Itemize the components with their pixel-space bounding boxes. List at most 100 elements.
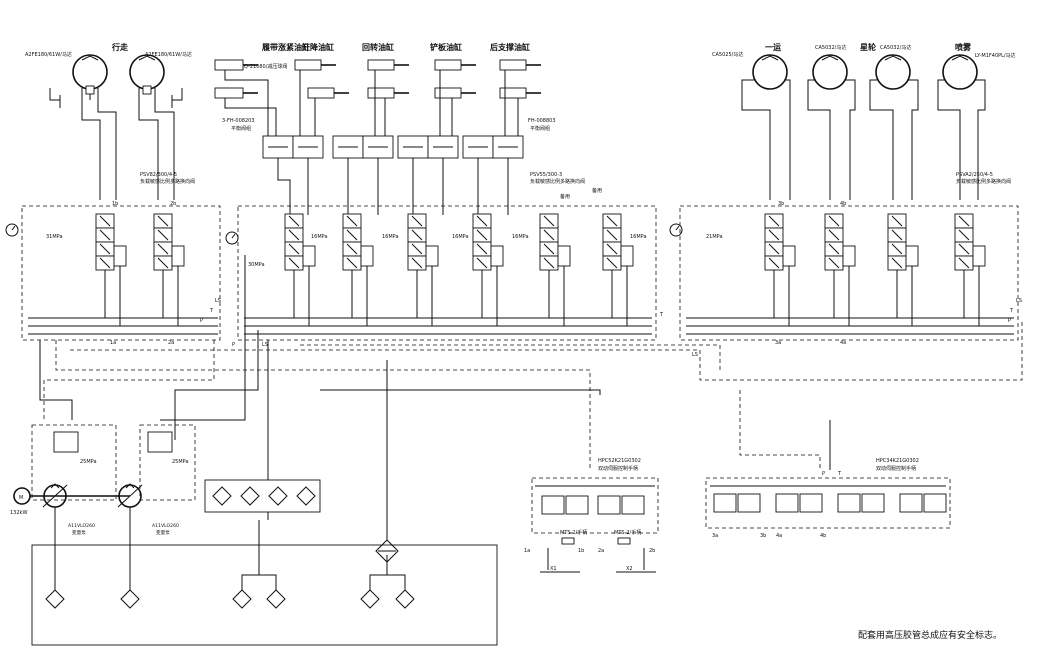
label-multi3-name: 负载敏感比例多路换向阀: [956, 178, 1011, 185]
pilot1-port-a1: 1a: [524, 548, 530, 554]
boom-cylinders: [214, 59, 258, 99]
motor-power: 132kW: [10, 510, 27, 516]
pilot2-port-a4: 4a: [776, 533, 782, 539]
pilot2-port-p: P: [822, 471, 825, 477]
label-balance1-code: 3-FH-008203: [222, 118, 255, 124]
footnote: 配套用高压胶管总成应有安全标志。: [858, 629, 1002, 641]
spray-motor: [942, 54, 978, 90]
port-p-3: P: [1008, 318, 1011, 324]
label-rear-cylinder: 后支撑油缸: [490, 42, 530, 52]
shovel-cylinders: [434, 59, 476, 99]
pilot2-port-b3: 3b: [760, 533, 766, 539]
label-motor-3: CA5025/马达: [712, 51, 743, 58]
port-ls-4: LS: [692, 352, 698, 358]
pilot2-valves: [713, 493, 947, 513]
pilot1-port-a2: 2a: [598, 548, 604, 554]
label-multi2-code: PSV55/300-3: [530, 172, 562, 178]
oil-tank: [31, 544, 498, 646]
pressure-30: 30MPa: [248, 262, 265, 268]
label-multi2-name: 负载敏感比例多路换向阀: [530, 178, 585, 185]
label-multi3-code: PSVA2/250/4-5: [956, 172, 993, 178]
pressure-16b: 16MPa: [382, 234, 399, 240]
cooler-group: [204, 479, 321, 513]
filter-icon: [45, 589, 415, 609]
star-motor-2: [875, 54, 911, 90]
pressure-25a: 25MPa: [80, 459, 97, 465]
walk-motor-1: [72, 54, 108, 100]
pilot1-code: HPC52K21G0302: [598, 458, 641, 464]
walk-motor-2: [129, 54, 165, 95]
spool-section: [407, 213, 439, 326]
pilot-handle-1: [531, 477, 659, 534]
lift-cylinders: [294, 59, 349, 99]
label-balance2-code: FH-008803: [528, 118, 556, 124]
label-spray: 喷雾: [955, 42, 972, 52]
pilot1-valves: [541, 495, 645, 515]
port-b4: 4b: [840, 201, 846, 207]
label-balance1-name: 平衡阀组: [231, 125, 251, 132]
spool-section: [602, 213, 634, 326]
port-t-2: T: [659, 312, 664, 318]
balance-valve-group: [262, 135, 524, 159]
pressure-16a: 16MPa: [311, 234, 328, 240]
pressure-31: 31MPa: [46, 234, 63, 240]
label-multi1-code: PSV82/300/4-5: [140, 172, 177, 178]
pilot2-port-a3: 3a: [712, 533, 718, 539]
cooler-icon: [375, 539, 399, 563]
pilot2-port-b4: 4b: [820, 533, 826, 539]
spool-section: [153, 213, 185, 326]
star-motor-1: [812, 54, 848, 90]
pump-block-2: [139, 424, 196, 501]
label-lift-cylinder: 升降油缸: [302, 42, 334, 52]
spool-section: [95, 213, 127, 326]
spool-section: [539, 213, 571, 326]
port-b3: 3b: [778, 201, 784, 207]
port-p-1: P: [200, 318, 203, 324]
label-balance2-name: 平衡阀组: [530, 125, 550, 132]
port-a2: 2a: [168, 340, 174, 346]
gauge-icon: [5, 223, 683, 245]
label-swing-cylinder: 回转油缸: [362, 42, 394, 52]
multi-valve-block-2: [237, 205, 657, 341]
conveyor-motor: [752, 54, 788, 90]
label-multi1-name: 负载敏感比例多路换向阀: [140, 178, 195, 185]
pilot1-x2: X2: [626, 566, 633, 572]
multi-valve-block-3: [679, 205, 1019, 341]
spool-section: [824, 213, 856, 326]
pump2-model: A11VLO260: [152, 523, 179, 529]
pilot1-name: 双动伺服控制手柄: [598, 465, 638, 472]
swing-cylinders: [367, 59, 409, 99]
label-motor-6: LY-M1F40PL/马达: [975, 52, 1016, 59]
motor-symbol: M: [19, 495, 23, 501]
port-ls-3: LS: [1016, 298, 1022, 304]
rear-cylinders: [499, 59, 541, 99]
spool-section: [954, 213, 986, 326]
pilot1-port-b2: 2b: [649, 548, 655, 554]
label-walk: 行走: [111, 42, 129, 52]
pilot2-port-t: T: [837, 471, 842, 477]
pressure-21: 21MPa: [706, 234, 723, 240]
port-a1: 1a: [110, 340, 116, 346]
spool-sections: [95, 213, 986, 326]
cooler-elements: [212, 486, 316, 506]
label-motor-2: A2FE180/61W/马达: [145, 51, 192, 58]
port-ls-1: LS: [215, 298, 221, 304]
label-motor-4: CA5032/马达: [815, 44, 846, 51]
port-p-2: P: [232, 342, 235, 348]
label-conveyor1: 一运: [765, 43, 781, 52]
port-ls-2: LS: [262, 342, 268, 348]
pressure-16d: 16MPa: [512, 234, 529, 240]
pilot-handle-2: [705, 477, 951, 529]
multi-valve-block-1: [21, 205, 221, 341]
pilot2-code: HPC34K21G0302: [876, 458, 919, 464]
port-b1: 1b: [112, 201, 118, 207]
label-reducing-valve: YIZQ-21080/减压球阀: [235, 63, 287, 70]
handle1-label: MTS-2/手柄: [560, 529, 587, 536]
port-b2: 2b: [170, 201, 176, 207]
pump-block-1: [31, 424, 117, 501]
pilot1-port-b1: 1b: [578, 548, 584, 554]
port-a3: 3a: [775, 340, 781, 346]
pump1-model: A11VLO260: [68, 523, 95, 529]
